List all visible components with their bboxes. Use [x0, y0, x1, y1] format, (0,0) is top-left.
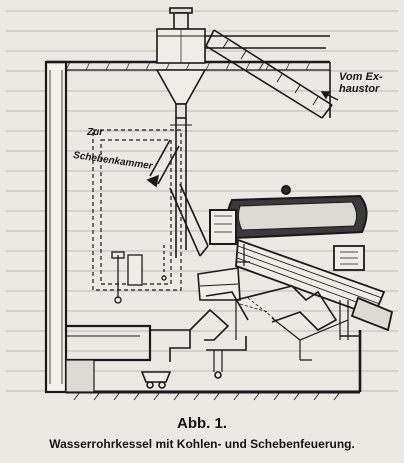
feed-pipe [169, 183, 209, 257]
chamber-pipe [146, 139, 180, 188]
inner-fittings [111, 245, 167, 304]
floor-ducts [150, 308, 247, 379]
basement [65, 324, 362, 401]
label-exhaust-line1: Vom Ex- [339, 71, 383, 83]
boiler-drum [209, 185, 368, 245]
label-exhaust-line2: haustor [339, 83, 380, 95]
vertical-chute [170, 118, 192, 258]
tube-bank [235, 238, 394, 332]
right-structure [329, 70, 349, 340]
label-vom-exhaustor: Vom Ex- haustor [339, 71, 397, 95]
exhaust-duct [205, 29, 333, 119]
building-wall-left [44, 60, 68, 394]
cyclone-separator [155, 7, 207, 119]
ash-cart [140, 371, 172, 389]
boiler-drawing [44, 7, 394, 401]
figure-caption: Wasserrohrkessel mit Kohlen- und Scheben… [49, 437, 355, 451]
furnace [197, 267, 349, 361]
figure-number: Abb. 1. [176, 415, 227, 432]
label-zur: Zur [87, 127, 104, 138]
